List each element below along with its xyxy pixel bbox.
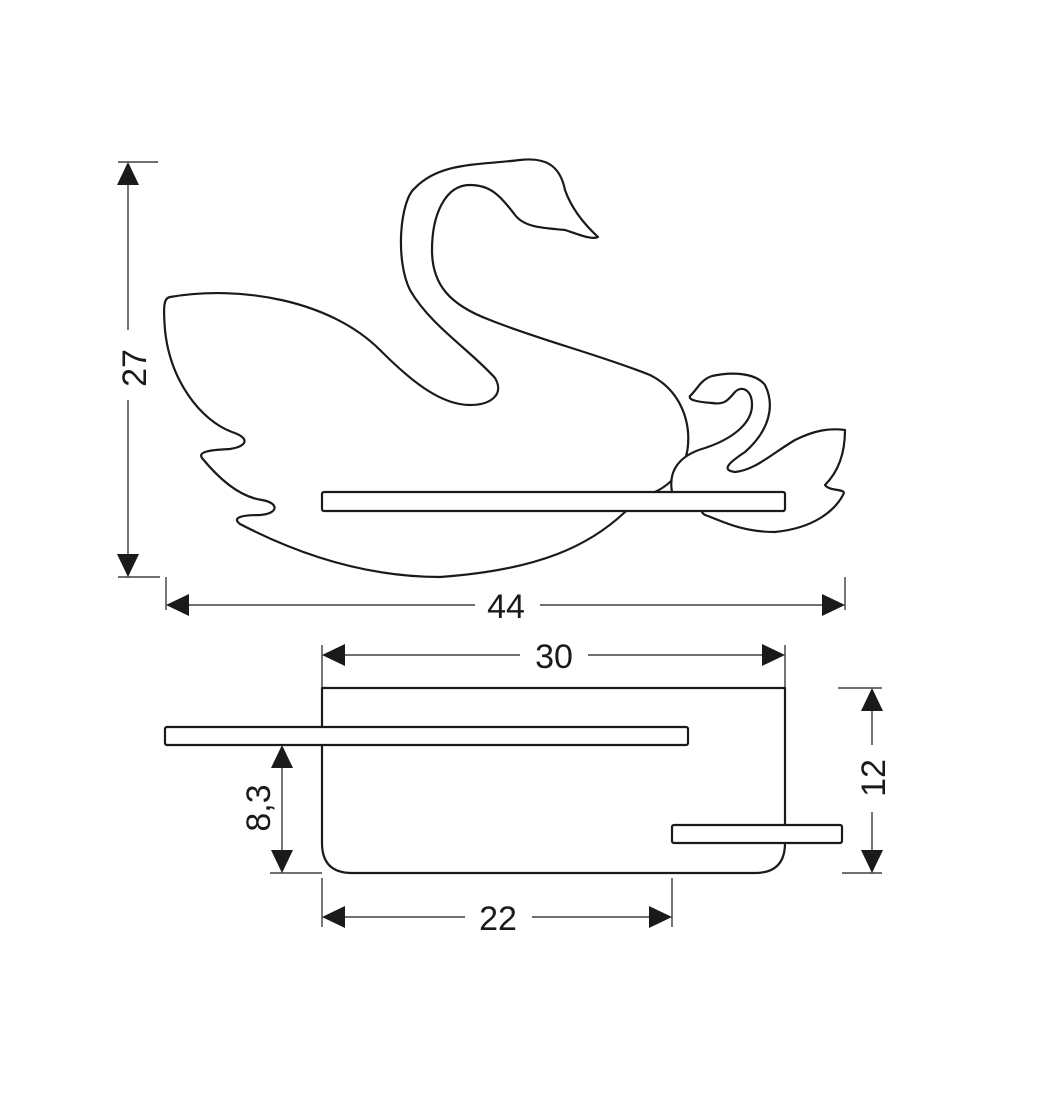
dimension-label-12: 12	[855, 759, 893, 797]
dimension-label-30: 30	[535, 638, 573, 676]
arrow-down-icon	[117, 554, 139, 577]
arrow-left-icon	[322, 644, 345, 666]
arrow-down-icon	[861, 850, 883, 873]
arrow-up-icon	[271, 745, 293, 768]
dimension-12: 12	[838, 687, 893, 874]
right-shelf	[670, 823, 844, 845]
arrow-up-icon	[861, 688, 883, 711]
dimension-27: 27	[116, 161, 160, 578]
arrow-right-icon	[822, 594, 845, 616]
arrow-left-icon	[322, 906, 345, 928]
dimension-label-22: 22	[479, 900, 517, 938]
dimension-label-8-3: 8,3	[240, 784, 278, 831]
arrow-right-icon	[762, 644, 785, 666]
arrow-right-icon	[649, 906, 672, 928]
left-shelf	[163, 725, 690, 747]
arrow-down-icon	[271, 850, 293, 873]
dimension-label-27: 27	[116, 349, 154, 387]
front-shelf	[320, 490, 787, 513]
side-panel	[320, 686, 787, 875]
arrow-up-icon	[117, 162, 139, 185]
large-swan-outline	[162, 158, 690, 579]
dimension-8-3: 8,3	[240, 745, 322, 874]
front-view	[162, 158, 847, 579]
top-view	[163, 686, 844, 875]
arrow-left-icon	[166, 594, 189, 616]
dimension-44: 44	[165, 577, 846, 626]
dimension-22: 22	[321, 878, 673, 938]
dimension-label-44: 44	[487, 588, 525, 626]
dimension-30: 30	[321, 638, 786, 688]
